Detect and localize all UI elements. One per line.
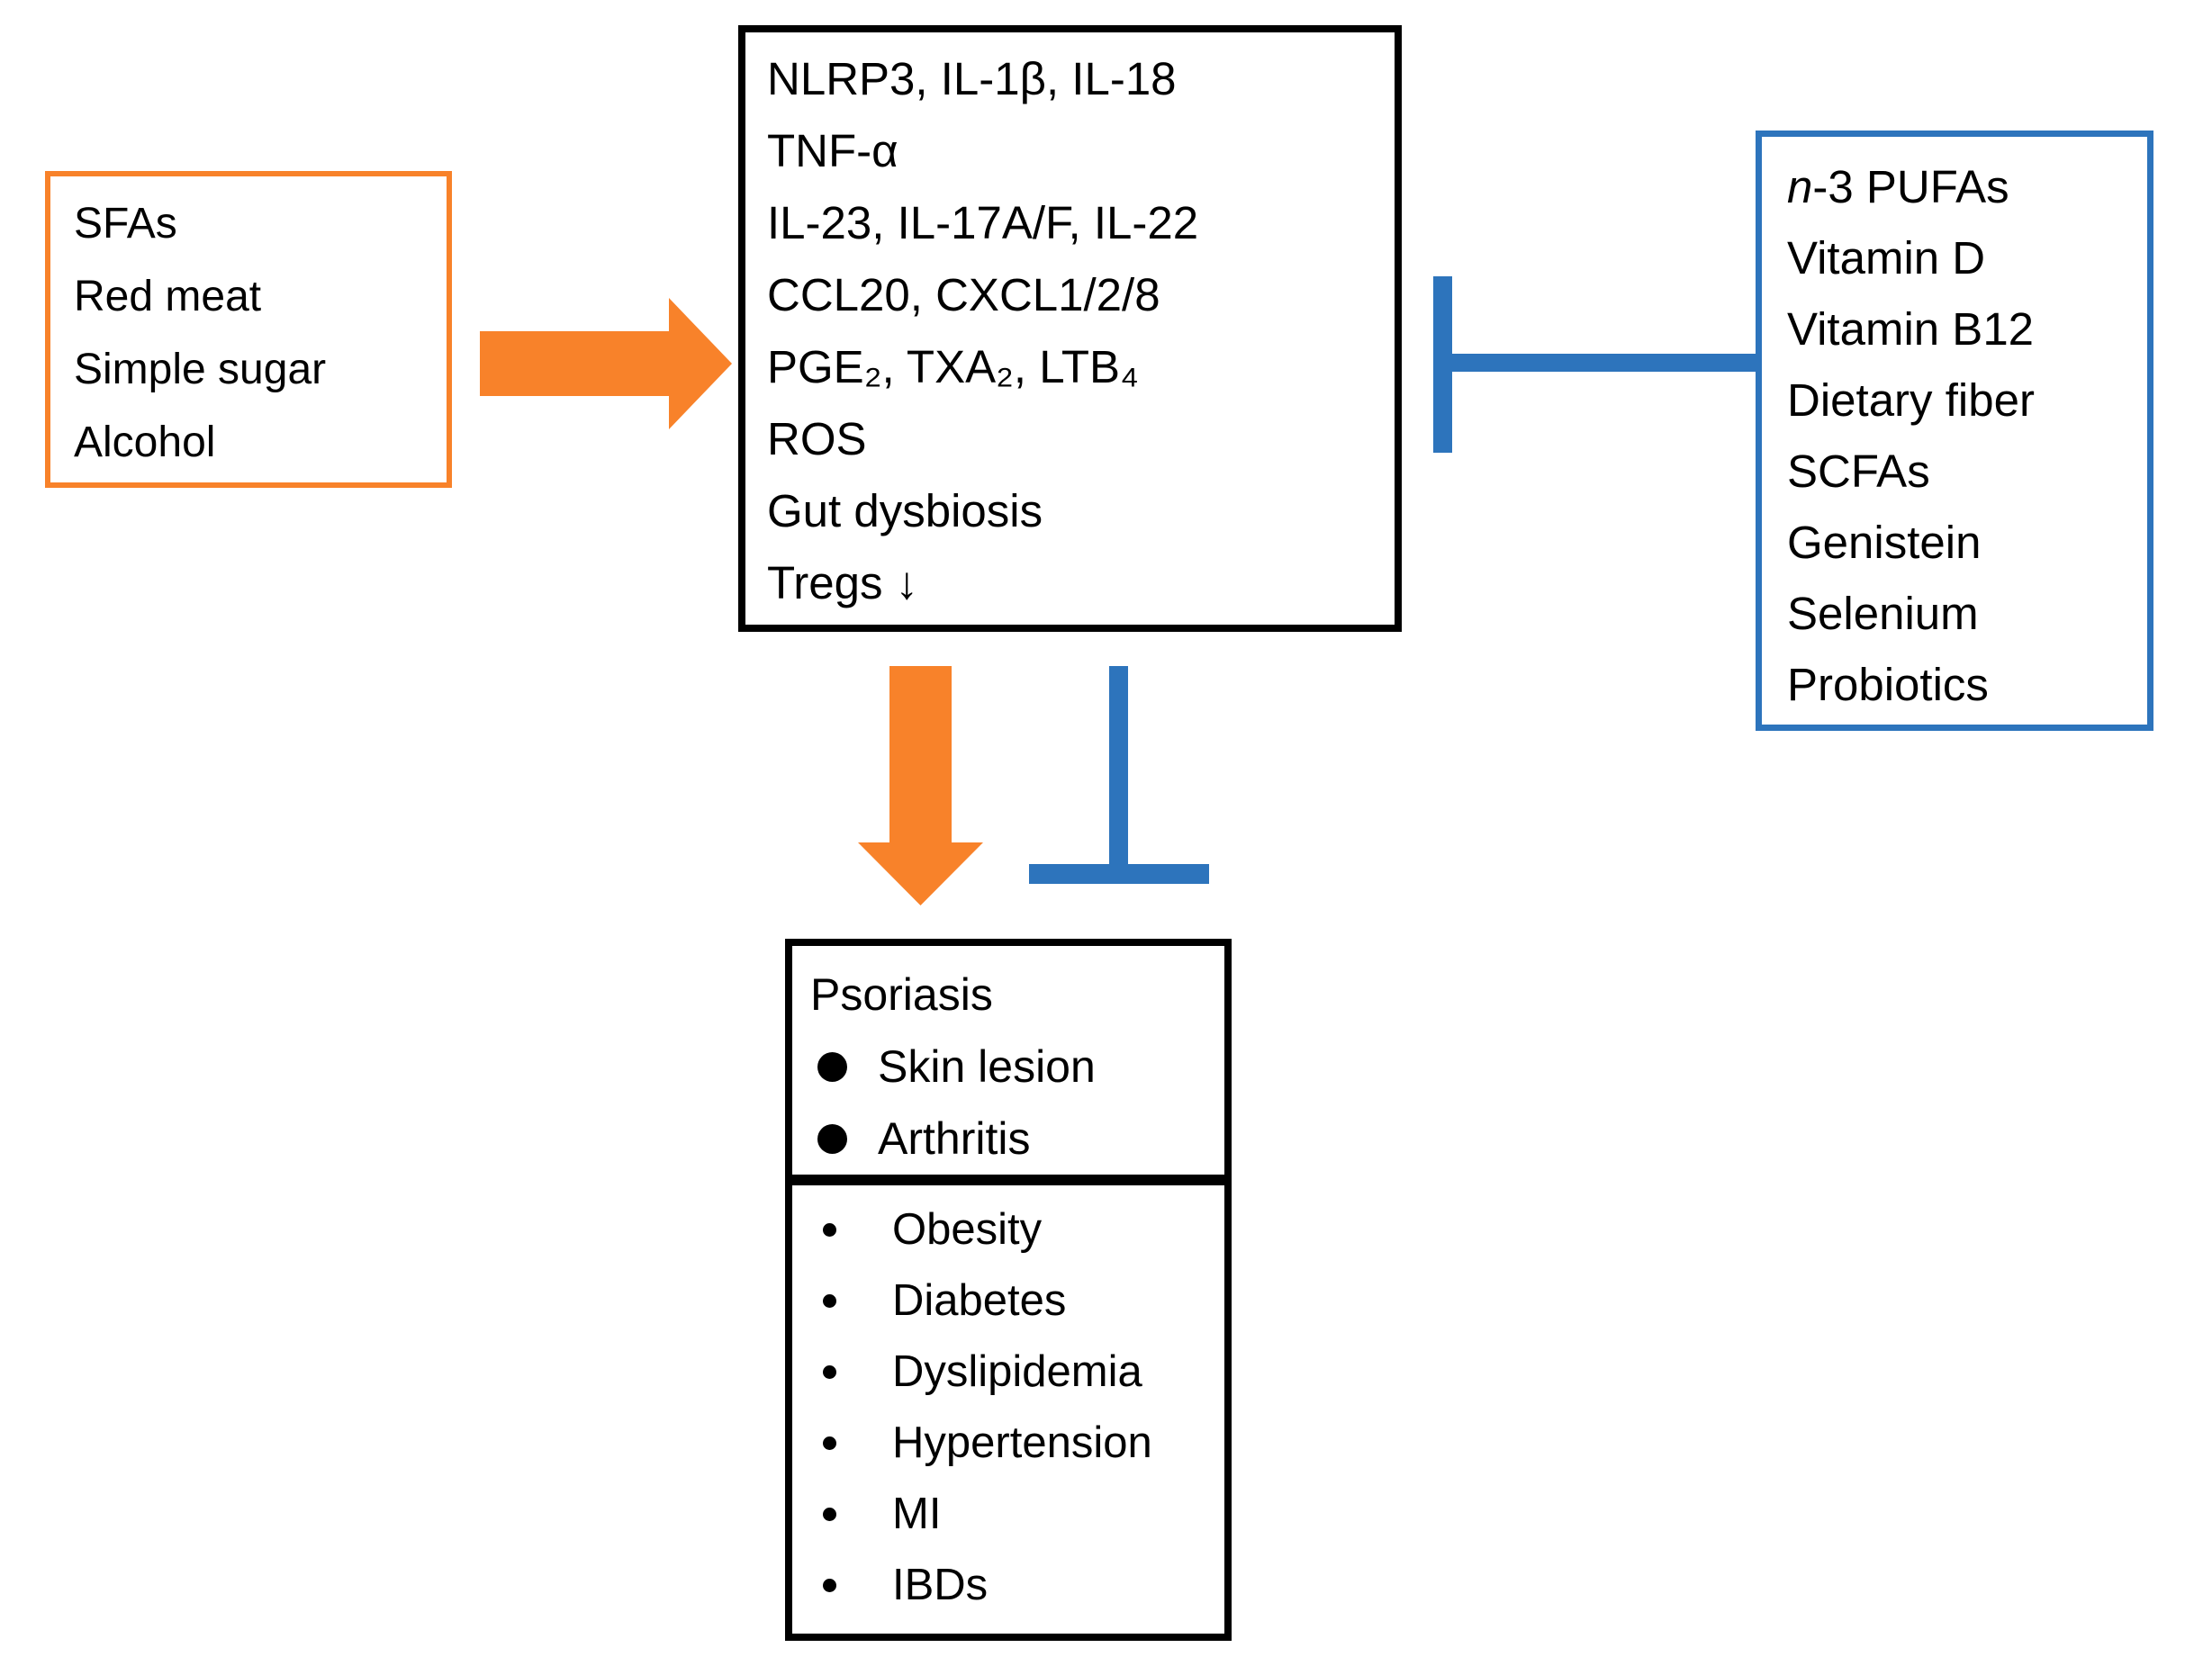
comorbidity-bullet-item: Hypertension (810, 1408, 1224, 1479)
nutrient-item: Selenium (1787, 588, 1979, 639)
trigger-item: Red meat (74, 273, 262, 320)
bullet-icon (817, 1051, 847, 1082)
psoriasis-title: Psoriasis (810, 969, 993, 1020)
nutrient-item: Probiotics (1787, 659, 1989, 710)
trigger-item: Simple sugar (74, 346, 327, 393)
outcome-box: Psoriasis Skin lesion Arthritis Obesity … (785, 939, 1232, 1641)
comorbidity-bullet-item: Obesity (810, 1194, 1224, 1265)
nutrient-item: Dietary fiber (1787, 374, 2035, 426)
mediator-item: TNF-α (767, 125, 898, 176)
mediator-item: Tregs ↓ (767, 557, 919, 608)
mediator-item: CCL20, CXCL1/2/8 (767, 269, 1160, 320)
nutrient-item: Vitamin D (1787, 232, 1986, 284)
section-divider (792, 1175, 1224, 1185)
inhibit-left-tbar-line-icon (1452, 354, 1757, 372)
protective-nutrients-box: n-3 PUFAs Vitamin D Vitamin B12 Dietary … (1756, 131, 2153, 731)
comorbidity-bullet-label: Hypertension (892, 1418, 1152, 1467)
psoriasis-bullet-item: Arthritis (810, 1103, 1224, 1175)
comorbidity-bullet-label: Dyslipidemia (892, 1347, 1142, 1396)
comorbidity-bullet-label: Diabetes (892, 1276, 1067, 1325)
nutrient-item: SCFAs (1787, 446, 1930, 497)
promote-right-arrow-icon (480, 298, 732, 429)
mediator-item: Gut dysbiosis (767, 485, 1043, 536)
nutrient-item: Genistein (1787, 517, 1982, 568)
inhibit-down-tbar-line-icon (1029, 864, 1209, 884)
inhibit-left-tbar-head-icon (1433, 276, 1452, 453)
mediator-item: IL-23, IL-17A/F, IL-22 (767, 197, 1199, 248)
comorbidity-bullet-label: IBDs (892, 1561, 989, 1609)
comorbidity-bullet-label: MI (892, 1490, 942, 1538)
psoriasis-section: Psoriasis Skin lesion Arthritis (792, 946, 1224, 1175)
inflammatory-mediators-box: NLRP3, IL-1β, IL-18 TNF-α IL-23, IL-17A/… (738, 25, 1402, 632)
bullet-icon (823, 1579, 836, 1592)
bullet-icon (823, 1223, 836, 1237)
inhibit-down-tbar-head-icon (1109, 666, 1128, 868)
dietary-triggers-box: SFAs Red meat Simple sugar Alcohol (45, 171, 452, 488)
trigger-item: SFAs (74, 200, 177, 248)
promote-down-arrow-icon (858, 666, 983, 905)
comorbidities-section: Obesity Diabetes Dyslipidemia Hypertensi… (792, 1185, 1224, 1621)
nutrient-item: Vitamin B12 (1787, 303, 2035, 355)
psoriasis-bullet-item: Skin lesion (810, 1031, 1224, 1103)
comorbidity-bullet-item: Dyslipidemia (810, 1337, 1224, 1408)
bullet-icon (823, 1365, 836, 1379)
psoriasis-bullet-label: Arthritis (878, 1113, 1031, 1164)
mediator-item: PGE₂, TXA₂, LTB₄ (767, 341, 1139, 392)
mediator-item: NLRP3, IL-1β, IL-18 (767, 53, 1177, 104)
nutrient-item: n-3 PUFAs (1787, 161, 2009, 212)
comorbidity-bullet-label: Obesity (892, 1205, 1043, 1254)
bullet-icon (823, 1436, 836, 1450)
mediator-item: ROS (767, 413, 867, 464)
bullet-icon (823, 1294, 836, 1308)
bullet-icon (823, 1508, 836, 1521)
trigger-item: Alcohol (74, 419, 216, 466)
bullet-icon (817, 1123, 847, 1154)
comorbidity-bullet-item: MI (810, 1479, 1224, 1550)
comorbidity-bullet-item: Diabetes (810, 1265, 1224, 1337)
psoriasis-bullet-label: Skin lesion (878, 1041, 1096, 1092)
comorbidity-bullet-item: IBDs (810, 1550, 1224, 1621)
